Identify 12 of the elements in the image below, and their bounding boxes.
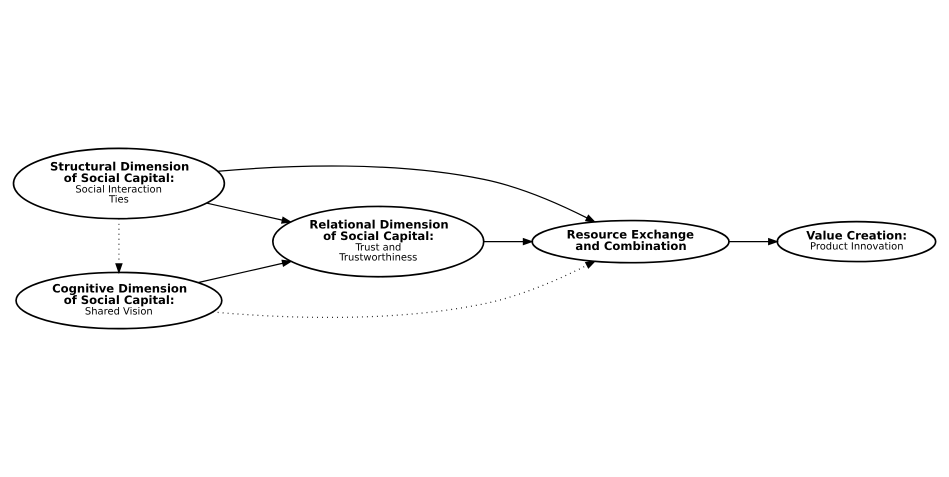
node-ellipse: Relational Dimension of Social Capital: Trust and Trustworthiness [272, 206, 485, 278]
arrow [115, 218, 123, 274]
arrow [198, 260, 293, 284]
arrow [212, 260, 596, 318]
arrow [218, 165, 596, 223]
node-ellipse: Structural Dimension of Social Capital: Social Interaction Ties [12, 148, 226, 220]
node-ellipse: Value Creation: Product Innovation [776, 220, 936, 262]
node-ellipse: Resource Exchange and Combination [531, 220, 730, 264]
node-ellipse: Cognitive Dimension of Social Capital: Shared Vision [15, 272, 223, 330]
arrow [484, 238, 534, 246]
arrow [729, 238, 779, 246]
arrow [206, 202, 292, 224]
